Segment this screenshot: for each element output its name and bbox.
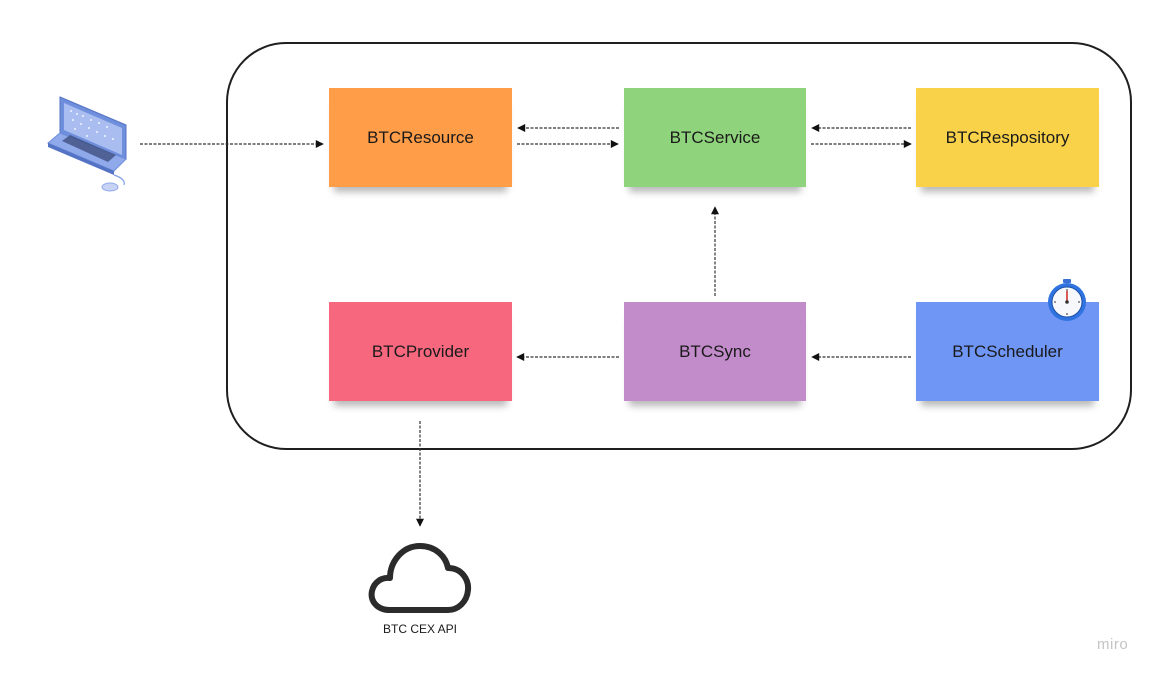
- node-btcservice[interactable]: BTCService: [624, 88, 806, 187]
- node-btcsync-label: BTCSync: [679, 341, 751, 361]
- node-btcprovider-label: BTCProvider: [371, 341, 470, 361]
- node-btcsync[interactable]: BTCSync: [624, 302, 806, 401]
- cloud-icon: [368, 540, 472, 618]
- node-btcscheduler-label: BTCScheduler: [952, 341, 1063, 361]
- cloud-label: BTC CEX API: [382, 622, 458, 636]
- system-boundary: [226, 42, 1132, 450]
- node-btcrespository-label: BTCRespository: [945, 127, 1070, 147]
- laptop-icon: [46, 95, 134, 193]
- node-btcresource[interactable]: BTCResource: [329, 88, 512, 187]
- stopwatch-icon: [1046, 279, 1088, 323]
- node-btcprovider[interactable]: BTCProvider: [329, 302, 512, 401]
- node-btcresource-label: BTCResource: [367, 127, 474, 147]
- node-btcrespository[interactable]: BTCRespository: [916, 88, 1099, 187]
- miro-watermark: miro: [1097, 636, 1129, 653]
- node-btcservice-label: BTCService: [669, 127, 761, 147]
